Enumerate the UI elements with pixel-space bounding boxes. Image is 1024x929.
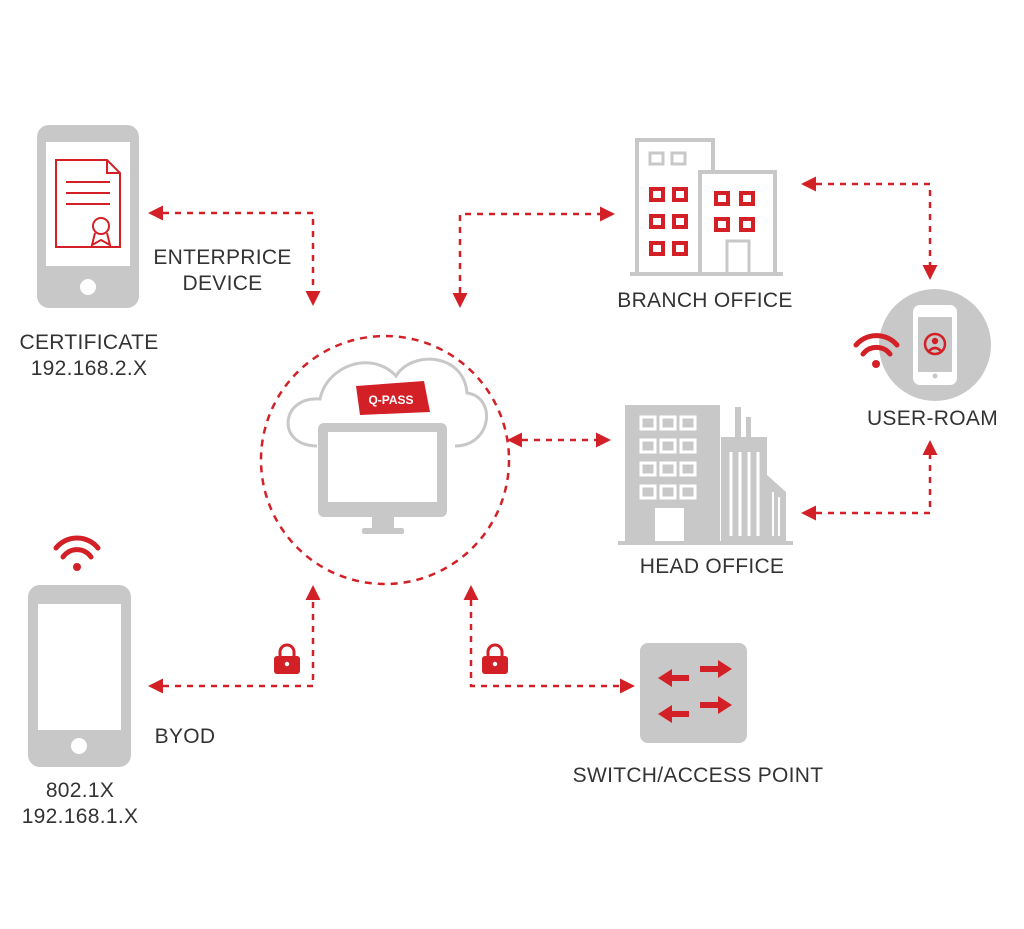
link-branch-roam xyxy=(801,176,938,280)
link-byod-hub xyxy=(148,585,321,694)
link-hub-branch xyxy=(452,206,615,308)
byod-label: BYOD xyxy=(154,725,216,748)
link-enterprise-hub xyxy=(148,205,321,306)
link-head-roam xyxy=(801,440,938,521)
branch-office-icon xyxy=(630,138,783,276)
certificate-icon xyxy=(55,159,121,248)
qpass-hub: Q-PASS xyxy=(259,334,511,586)
user-roam-wifi-icon xyxy=(853,333,900,368)
head-office-icon xyxy=(618,405,793,545)
lock-icon xyxy=(482,643,508,674)
head-office-label: HEAD OFFICE xyxy=(639,555,785,578)
enterprise-phone-icon xyxy=(37,125,139,308)
user-roam-icon xyxy=(879,289,991,401)
user-avatar-icon xyxy=(923,332,947,356)
hub-dashed-circle xyxy=(259,334,511,586)
byod-info-label: 802.1X 192.168.1.X xyxy=(21,779,139,828)
branch-office-label: BRANCH OFFICE xyxy=(617,289,793,312)
cloud-icon xyxy=(286,357,488,448)
qpass-label: Q-PASS xyxy=(368,393,413,407)
link-hub-switch xyxy=(463,585,635,694)
monitor-icon xyxy=(318,423,447,534)
certificate-label: CERTIFICATE 192.168.2.X xyxy=(19,331,159,380)
user-roam-label: USER-ROAM xyxy=(866,407,999,430)
byod-wifi-icon xyxy=(53,535,101,571)
switch-icon xyxy=(640,643,747,743)
qpass-badge: Q-PASS xyxy=(356,381,430,415)
enterprise-device-label: ENTERPRICE DEVICE xyxy=(153,246,292,295)
byod-phone-icon xyxy=(28,585,131,767)
switch-label: SWITCH/ACCESS POINT xyxy=(572,764,824,787)
lock-icon xyxy=(274,643,300,674)
